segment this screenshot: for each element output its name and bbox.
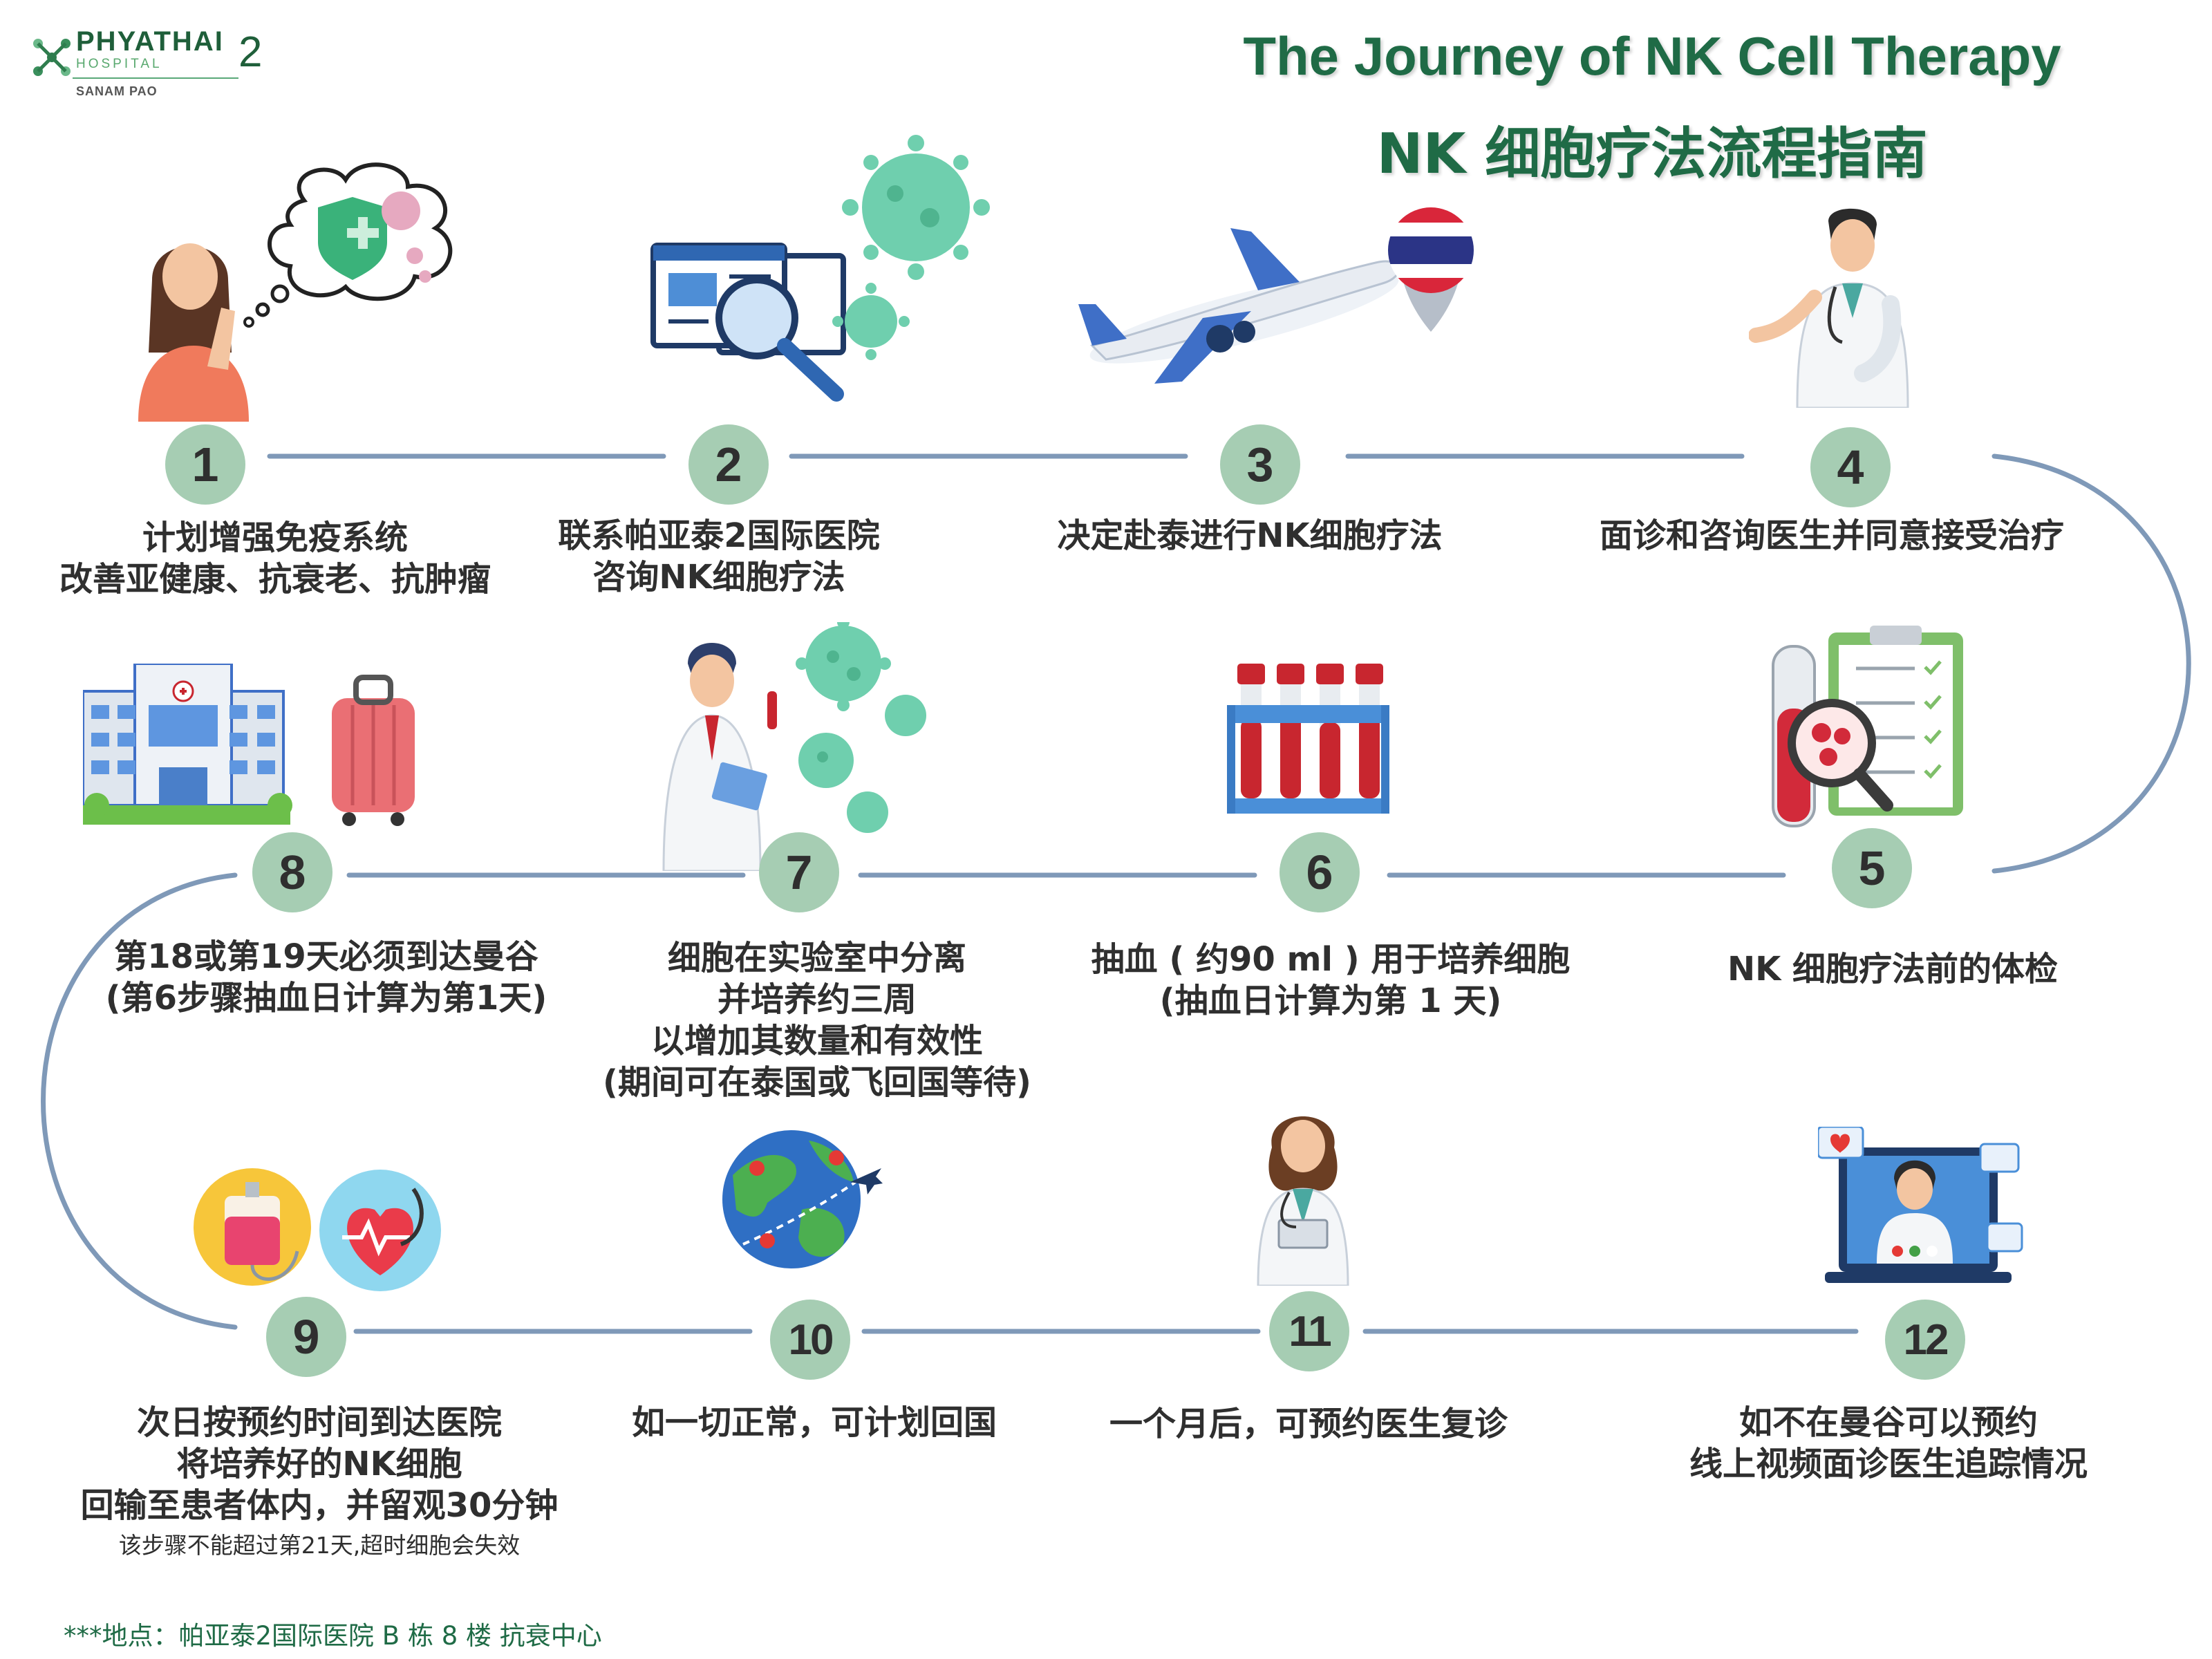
step-number-12: 12: [1885, 1300, 1965, 1380]
step-3-text: 决定赴泰进行NK细胞疗法: [980, 515, 1519, 556]
step-number-3: 3: [1220, 424, 1300, 505]
step-7-text: 细胞在实验室中分离 并培养约三周 以增加其数量和有效性 (期间可在泰国或飞回国等…: [547, 937, 1087, 1103]
scientist-cells-icon: [662, 622, 926, 871]
step-6-line: (抽血日计算为第 1 天): [1159, 982, 1502, 1020]
step-7-line: 细胞在实验室中分离: [667, 939, 966, 977]
step-number-8: 8: [252, 832, 332, 912]
step-1-text: 计划增强免疫系统 改善亚健康、抗衰老、抗肿瘤: [6, 517, 545, 600]
step-12-line: 线上视频面诊医生追踪情况: [1689, 1445, 2088, 1483]
step-number-10: 10: [770, 1300, 850, 1380]
step-2-line: 咨询NK细胞疗法: [592, 558, 845, 597]
step-4-line: 面诊和咨询医生并同意接受治疗: [1599, 516, 2064, 555]
step-3-line: 决定赴泰进行NK细胞疗法: [1057, 516, 1443, 555]
woman-thinking-immunity-shield-icon: [138, 162, 453, 422]
step-10-line: 如一切正常，可计划回国: [631, 1403, 997, 1442]
blood-test-checklist-icon: [1772, 626, 1963, 827]
step-number-6: 6: [1280, 832, 1360, 912]
blood-tube-rack-icon: [1227, 664, 1389, 814]
step-number-9: 9: [266, 1297, 346, 1377]
location-footer: ***地点：帕亚泰2国际医院 B 栋 8 楼 抗衰中心: [64, 1621, 602, 1651]
hospital-suitcase-icon: [83, 664, 415, 826]
step-12-text: 如不在曼谷可以预约 线上视频面诊医生追踪情况: [1619, 1402, 2158, 1485]
step-8-text: 第18或第19天必须到达曼谷 (第6步骤抽血日计算为第1天): [57, 936, 596, 1019]
step-9-note: 该步骤不能超过第21天,超时细胞会失效: [118, 1532, 521, 1559]
logo-name: PHYATHAI: [76, 26, 224, 57]
step-7-line: 以增加其数量和有效性: [650, 1022, 983, 1060]
step-5-text: NK 细胞疗法前的体检: [1623, 948, 2162, 990]
curve-4-5: [1991, 453, 2191, 874]
step-8-line: 第18或第19天必须到达曼谷: [114, 937, 538, 976]
step-8-line: (第6步骤抽血日计算为第1天): [105, 979, 547, 1018]
step-5-line: NK 细胞疗法前的体检: [1727, 950, 2059, 988]
step-9-line: 将培养好的NK细胞: [176, 1445, 462, 1483]
iv-bag-heart-stethoscope-icon: [194, 1168, 441, 1291]
step-12-line: 如不在曼谷可以预约: [1738, 1403, 2038, 1442]
step-2-line: 联系帕亚泰2国际医院: [558, 516, 880, 555]
step-7-line: (期间可在泰国或飞回国等待): [603, 1063, 1031, 1102]
step-11-line: 一个月后，可预约医生复诊: [1109, 1405, 1508, 1443]
step-7-line: 并培养约三周: [717, 980, 917, 1019]
step-2-text: 联系帕亚泰2国际医院 咨询NK细胞疗法: [449, 515, 988, 598]
step-6-text: 抽血 ( 约90 ml ) 用于培养细胞 (抽血日计算为第 1 天): [1061, 939, 1600, 1022]
logo-location: SANAM PAO: [76, 84, 158, 98]
logo-subtitle: HOSPITAL: [76, 57, 162, 71]
page-title: The Journey of NK Cell Therapy: [1243, 26, 2061, 86]
step-number-7: 7: [759, 832, 839, 912]
female-doctor-icon: [1257, 1116, 1349, 1286]
hospital-logo-icon: [33, 39, 71, 76]
logo-number: 2: [238, 28, 263, 76]
step-4-text: 面诊和咨询医生并同意接受治疗: [1562, 515, 2101, 556]
doctor-icon: [1749, 208, 1909, 408]
step-1-line: 改善亚健康、抗衰老、抗肿瘤: [59, 560, 491, 599]
curve-8-9: [41, 872, 238, 1330]
step-10-text: 如一切正常，可计划回国: [545, 1402, 1084, 1443]
globe-flight-icon: [722, 1130, 883, 1268]
step-9-line: 回输至患者体内，并留观30分钟: [80, 1486, 559, 1525]
logo-divider: [73, 77, 238, 79]
step-11-text: 一个月后，可预约医生复诊: [1039, 1403, 1578, 1445]
step-9-text: 次日按预约时间到达医院 将培养好的NK细胞 回输至患者体内，并留观30分钟 该步…: [50, 1402, 589, 1565]
web-search-virus-icon: [650, 135, 990, 402]
step-9-line: 次日按预约时间到达医院: [136, 1403, 502, 1442]
page-title-chinese: NK 细胞疗法流程指南: [1376, 122, 1928, 186]
step-number-2: 2: [688, 424, 769, 505]
video-consultation-icon: [1818, 1127, 2023, 1283]
airplane-thailand-flag-icon: [1078, 207, 1474, 384]
step-6-line: 抽血 ( 约90 ml ) 用于培养细胞: [1091, 940, 1571, 979]
step-number-5: 5: [1832, 828, 1912, 908]
step-number-11: 11: [1269, 1291, 1349, 1371]
step-number-1: 1: [165, 424, 245, 505]
step-number-4: 4: [1810, 427, 1891, 507]
step-1-line: 计划增强免疫系统: [142, 518, 408, 557]
